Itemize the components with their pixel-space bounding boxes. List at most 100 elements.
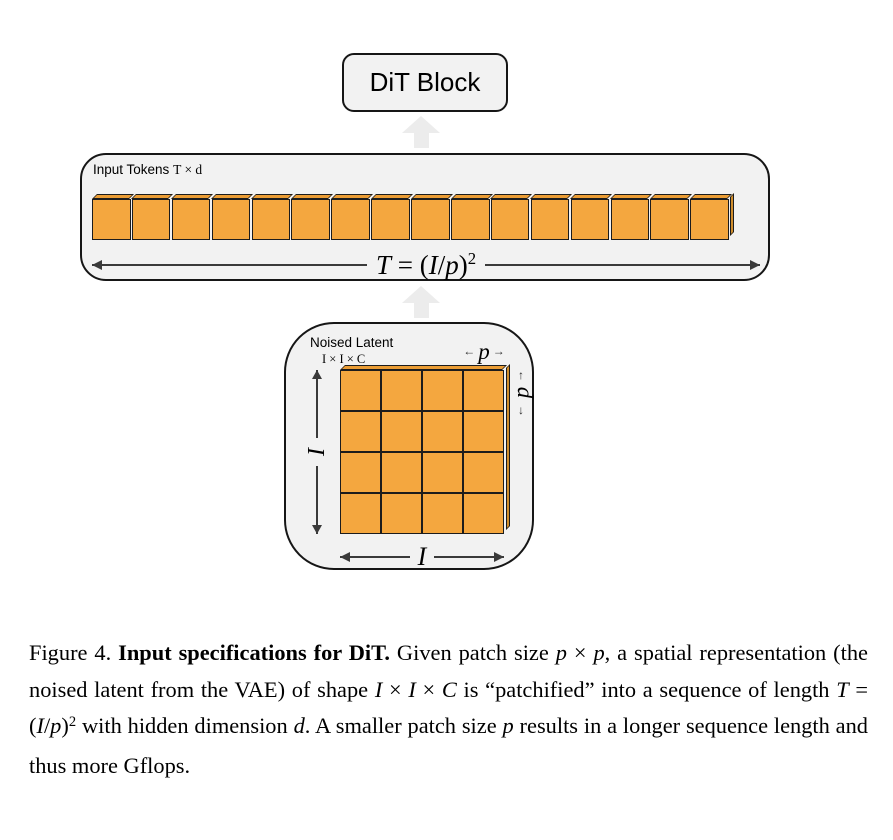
caption-segment: p	[502, 713, 514, 739]
figure-caption: Figure 4. Input specifications for DiT. …	[29, 635, 868, 784]
caption-segment: . A smaller patch size	[304, 713, 503, 739]
formula-p: p	[445, 249, 459, 280]
noised-latent-dims: I × I × C	[322, 352, 366, 366]
grid-cell	[463, 452, 503, 493]
caption-segment: is “patchified” into a sequence of lengt…	[456, 676, 837, 702]
left-arrow-icon	[340, 550, 410, 565]
grid-cell	[463, 371, 503, 411]
caption-segment: 2	[68, 713, 77, 730]
caption-segment: ×	[382, 676, 409, 702]
latent-grid	[340, 370, 504, 534]
up-arrow-head	[402, 116, 440, 133]
token	[530, 199, 570, 240]
grid-cell	[463, 411, 503, 452]
grid-cell	[422, 452, 463, 493]
up-arrow-shaft	[413, 133, 429, 148]
caption-segment: with hidden dimension	[76, 713, 294, 739]
caption-segment: results in a longer sequence length and …	[29, 713, 868, 778]
grid-cell	[341, 493, 381, 533]
up-arrow-shaft	[413, 303, 429, 318]
token	[291, 199, 330, 240]
input-tokens-panel: Input Tokens T × d T = (I/p)2	[80, 153, 770, 281]
formula-superscript: 2	[467, 249, 477, 269]
grid-cell	[381, 452, 422, 493]
up-arrow-icon	[310, 370, 325, 438]
token	[610, 199, 650, 240]
caption-segment: Given patch size	[390, 640, 556, 665]
formula-I: I	[428, 249, 438, 280]
token-row	[92, 199, 729, 240]
down-arrow-icon: ↓	[518, 402, 524, 417]
caption-segment: I	[408, 676, 416, 702]
token	[451, 199, 490, 240]
caption-segment: ×	[415, 676, 442, 702]
grid-cell	[422, 411, 463, 452]
up-arrow-icon	[401, 116, 441, 148]
input-tokens-label-dims: T × d	[173, 162, 203, 177]
grid-cell	[381, 493, 422, 533]
caption-segment: C	[441, 676, 457, 702]
caption-segment: p	[555, 640, 567, 665]
right-arrow-icon: →	[492, 344, 505, 358]
caption-segment: p	[50, 713, 62, 739]
grid-cell	[422, 493, 463, 533]
up-arrow-icon: ↑	[518, 367, 524, 382]
formula-close-paren: )	[458, 249, 468, 280]
token	[570, 199, 610, 240]
left-arrow-icon: ←	[463, 344, 476, 358]
grid-cell	[381, 411, 422, 452]
token	[650, 199, 689, 240]
caption-segment: /	[43, 713, 51, 739]
latent-width-dimension: I	[340, 542, 505, 572]
grid-cell	[341, 371, 381, 411]
caption-segment: I	[374, 676, 383, 702]
caption-segment: T	[836, 676, 849, 702]
caption-segment: d	[293, 713, 305, 739]
caption-segment: = (	[29, 676, 868, 739]
latent-height-dimension: I	[304, 370, 330, 534]
caption-segment: )	[61, 713, 69, 739]
latent-width-label: I	[417, 542, 427, 571]
caption-segment: p	[593, 640, 605, 665]
patch-width-dimension: ← p →	[458, 337, 510, 365]
token	[690, 199, 729, 240]
left-arrow-icon	[92, 258, 367, 273]
right-arrow-icon	[485, 258, 761, 273]
caption-segment: , a spatial representation (the noised l…	[29, 640, 868, 702]
input-tokens-label-prefix: Input Tokens	[93, 162, 174, 177]
grid-cell	[463, 493, 503, 533]
patch-size-label-rotated: p	[508, 386, 534, 398]
right-arrow-icon	[434, 550, 505, 565]
latent-height-label: I	[304, 448, 330, 456]
formula-eq: = (	[390, 249, 429, 280]
up-arrow-head	[402, 286, 440, 303]
patch-height-dimension: ↑ p ↓	[508, 367, 534, 417]
formula-slash: /	[437, 249, 446, 280]
grid-cell	[422, 371, 463, 411]
sequence-length-dimension: T = (I/p)2	[92, 248, 761, 282]
caption-segment: I	[36, 713, 44, 739]
token	[92, 199, 131, 240]
token	[211, 199, 251, 240]
sequence-length-formula: T = (I/p)2	[376, 249, 477, 281]
down-arrow-icon	[310, 466, 325, 534]
noised-latent-label: Noised Latent	[310, 335, 394, 350]
caption-segment: ×	[566, 640, 594, 665]
token	[131, 199, 171, 240]
grid-cell	[341, 452, 381, 493]
noised-latent-panel: Noised Latent I × I × C ← p → ↑ p ↓	[284, 322, 534, 570]
input-tokens-label: Input Tokens T × d	[93, 162, 202, 178]
up-arrow-icon	[401, 286, 441, 318]
token	[331, 199, 370, 240]
patch-size-label: p	[478, 338, 490, 364]
token	[371, 199, 410, 240]
token	[411, 199, 450, 240]
dit-block-box: DiT Block	[342, 53, 508, 112]
grid-cell	[341, 411, 381, 452]
token	[490, 199, 530, 240]
token	[171, 199, 211, 240]
dit-block-label: DiT Block	[369, 67, 481, 97]
token	[251, 199, 291, 240]
caption-segment: Input specifications for DiT.	[118, 640, 390, 665]
